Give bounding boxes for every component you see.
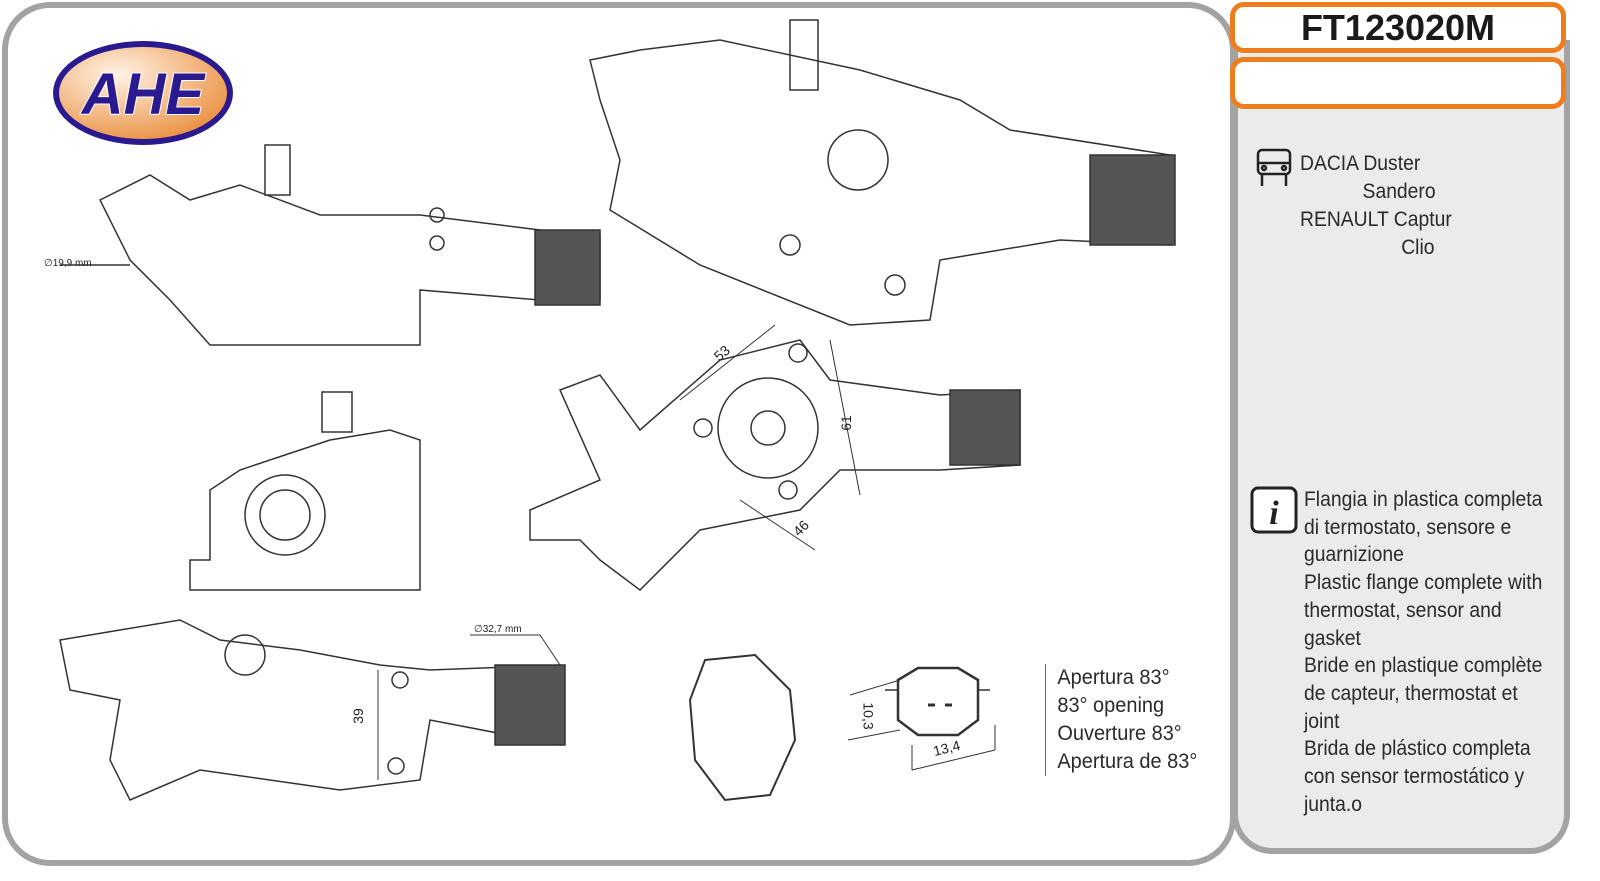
desc-line: Bride en plastique complète [1304,654,1543,678]
app-line: RENAULT Captur [1300,208,1452,231]
view-top-right [589,19,1176,326]
dim-pipe-large: ∅32,7 mm [474,624,522,635]
gasket-drawing [688,653,797,802]
opening-temperature-list: Apertura 83° 83° opening Ouverture 83° A… [1045,664,1197,776]
dim-pipe-small: ∅19,9 mm [44,258,92,269]
connector-drawing [847,666,996,771]
car-icon [1256,148,1292,186]
desc-line: thermostat, sensor and [1304,598,1502,622]
view-flange [529,324,1021,591]
opening-it: Apertura 83° [1057,666,1170,689]
desc-line: gasket [1304,626,1361,650]
desc-line: con sensor termostático y [1304,765,1525,789]
desc-line: Flangia in plastica completa [1304,488,1543,511]
view-front [189,391,421,591]
desc-line: de capteur, thermostat et [1304,681,1518,705]
svg-text:AHE: AHE [80,62,207,127]
vehicle-applications: DACIA Duster Sandero RENAULT Captur Clio [1300,150,1452,262]
view-bottom [59,619,566,801]
svg-text:i: i [1269,495,1279,532]
opening-es: Apertura de 83° [1057,750,1198,773]
dim-connector-height: 10,3 [860,702,877,730]
product-code: FT123020M [1230,2,1566,53]
desc-line: junta.o [1304,792,1363,816]
opening-en: 83° opening [1057,694,1165,717]
empty-field-box [1230,57,1566,109]
app-line: Sandero [1362,180,1436,203]
desc-line: joint [1304,709,1340,733]
view-side-left [60,144,601,346]
product-description: Flangia in plastica completa di termosta… [1304,486,1571,818]
app-line: Clio [1401,236,1435,259]
opening-fr: Ouverture 83° [1057,722,1182,745]
desc-line: di termostato, sensore e [1304,515,1512,539]
dim-39: 39 [349,708,366,724]
desc-line: Brida de plástico completa [1304,737,1531,761]
dim-61: 61 [837,415,854,431]
info-panel [1232,40,1570,854]
desc-line: Plastic flange complete with [1304,571,1543,595]
info-icon: i [1250,486,1298,534]
ahe-logo: AHE [53,41,233,145]
app-line: DACIA Duster [1300,152,1421,175]
desc-line: guarnizione [1304,543,1404,567]
drawing-frame [2,2,1236,866]
